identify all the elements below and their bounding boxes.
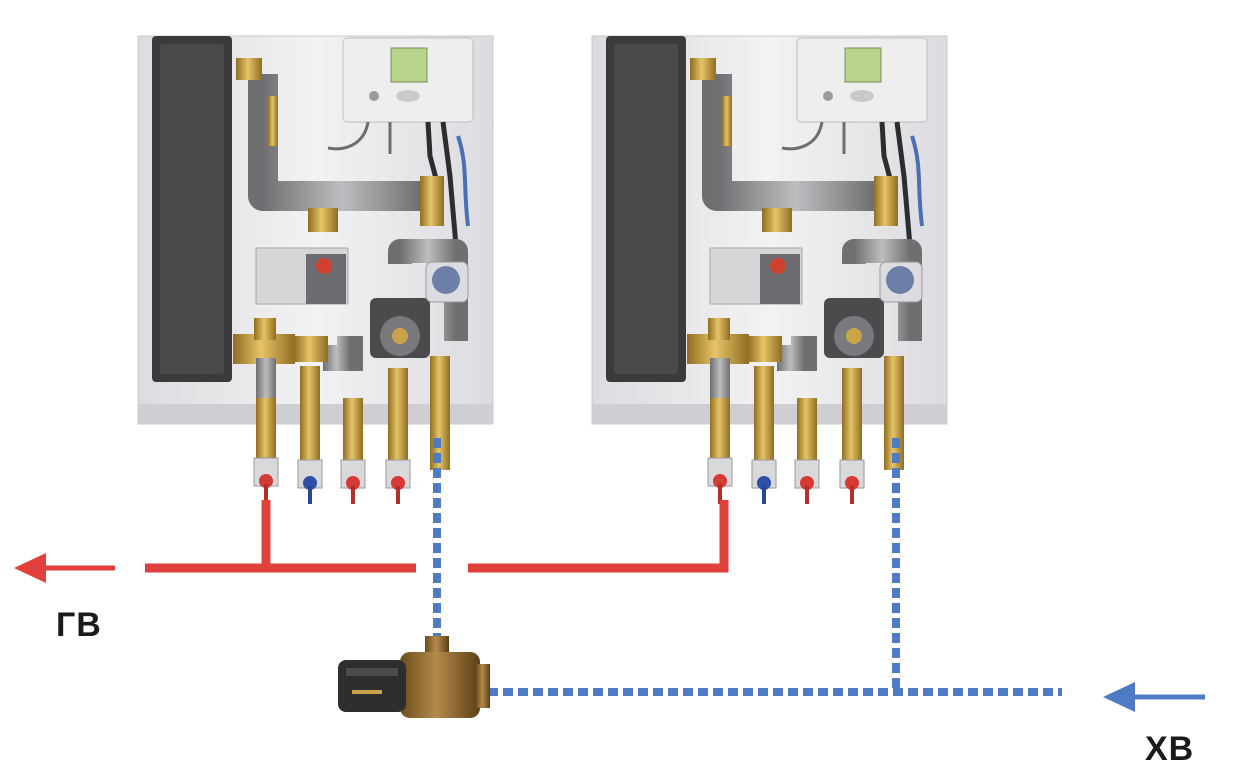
cold-water-arrow-icon (1103, 682, 1135, 712)
station-left (138, 36, 493, 504)
cold-water-label: ХВ (1145, 730, 1195, 768)
cold-water-line (433, 438, 1205, 712)
station-right (592, 36, 947, 504)
hot-water-line (14, 500, 729, 583)
hot-water-label: ГВ (56, 606, 102, 644)
pressure-reducing-valve (338, 636, 490, 718)
hot-water-arrow-icon (14, 553, 46, 583)
